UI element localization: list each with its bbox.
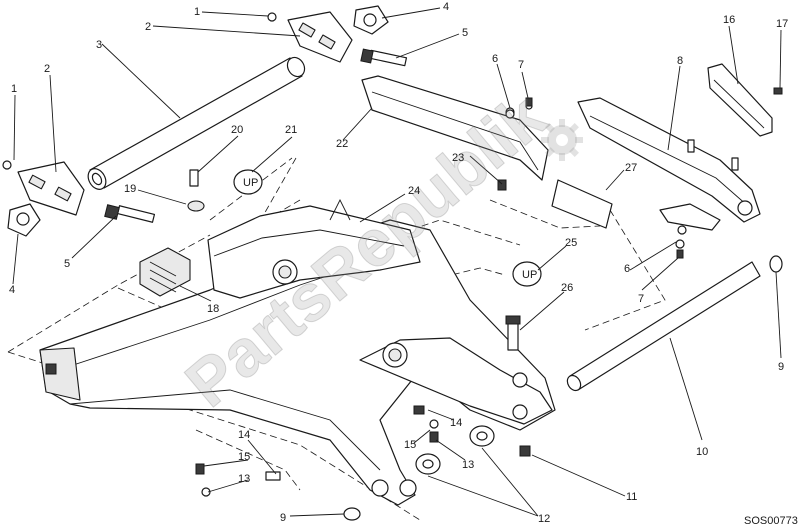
callout-label: 8 [677,55,683,67]
callout-label: 6 [492,53,498,65]
callout-label: 18 [207,303,219,315]
callout-label: 23 [452,152,464,164]
chain-guard-lower-part [577,97,761,235]
callout-label: 9 [778,361,784,373]
caps-part: UP UP [233,169,542,287]
callout-label: 24 [408,185,420,197]
callout-label: 5 [462,27,468,39]
callout-label: 5 [64,258,70,270]
callout-label: 13 [462,459,474,471]
callout-label: 7 [518,59,524,71]
callout-label: 2 [145,21,151,33]
callout-label: 9 [280,512,286,524]
callout-label: 11 [626,491,637,503]
callout-label: 1 [11,83,17,95]
callout-label: 19 [124,183,136,195]
callout-label: 25 [565,237,577,249]
callout-label: 13 [238,473,250,485]
callout-label: 6 [624,263,630,275]
upper-screws [505,97,685,259]
callout-label: 1 [194,6,200,18]
callout-label: 7 [638,293,644,305]
callout-label: 10 [696,446,708,458]
callout-label: 21 [285,124,297,136]
callout-label: 4 [443,1,449,13]
leader-lines [12,7,782,517]
callout-label: 15 [404,439,416,451]
callout-label: 2 [44,63,50,75]
callout-label: 12 [538,513,550,525]
rubber-block-part [139,247,191,297]
callout-label: 14 [238,429,250,441]
washers-part [343,425,495,521]
rear-axle-part [566,255,783,392]
svg-text:UP: UP [243,177,258,189]
chain-adjuster-left [2,160,156,237]
callout-label: 16 [723,14,735,26]
callout-label: 15 [238,451,250,463]
callout-label: 14 [450,417,462,429]
svg-text:UP: UP [522,269,537,281]
small-cover-part [707,63,783,137]
callout-label: 26 [561,282,573,294]
callout-label: 4 [9,284,15,296]
callout-label: 17 [776,18,788,30]
gear-icon [541,119,583,161]
callouts: 1 2 3 4 5 6 7 8 16 17 1 2 20 21 22 23 27… [9,1,788,525]
decal-part [551,179,613,229]
callout-label: 27 [625,162,637,174]
chain-adjuster-top [267,5,408,67]
drawing-code: SOS00773 [744,515,798,527]
lower-fasteners [195,405,531,497]
small-fittings [187,169,521,351]
tube-part [87,56,306,190]
swingarm-part [39,198,556,506]
callout-label: 3 [96,39,102,51]
callout-label: 20 [231,124,243,136]
callout-label: 22 [336,138,348,150]
